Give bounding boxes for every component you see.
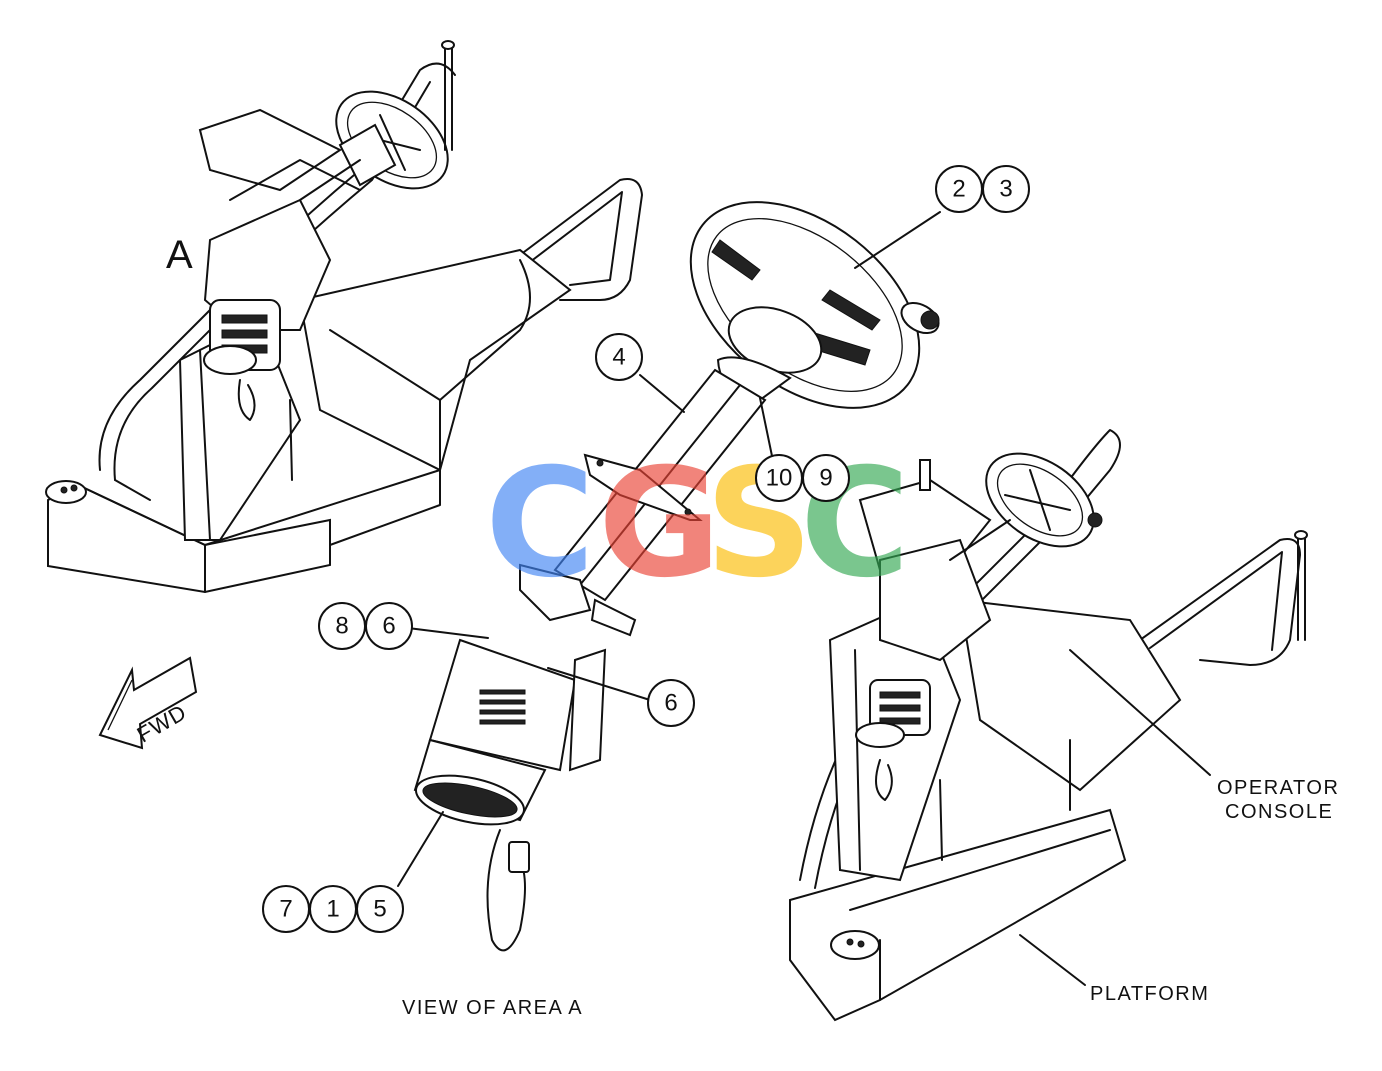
operator-console-label-line1: OPERATOR bbox=[1217, 777, 1339, 799]
callout-6-lower: 6 bbox=[647, 679, 695, 727]
callout-5: 5 bbox=[356, 885, 404, 933]
svg-text:6: 6 bbox=[382, 613, 395, 640]
steering-wheel-icon bbox=[335, 90, 449, 190]
left-assembly bbox=[45, 40, 643, 594]
svg-text:8: 8 bbox=[335, 613, 348, 640]
svg-text:6: 6 bbox=[664, 690, 677, 717]
leader-lines bbox=[397, 211, 1211, 986]
watermark-letter-c1: C bbox=[485, 437, 595, 611]
svg-text:10: 10 bbox=[766, 465, 793, 492]
svg-text:3: 3 bbox=[999, 176, 1012, 203]
right-assembly bbox=[789, 429, 1308, 1022]
operator-console-label-line2: CONSOLE bbox=[1225, 801, 1333, 823]
platform-label: PLATFORM bbox=[1090, 983, 1209, 1005]
fwd-arrow-icon: FWD bbox=[98, 656, 198, 750]
callout-6-upper: 6 bbox=[365, 602, 413, 650]
svg-text:7: 7 bbox=[279, 896, 292, 923]
svg-text:2: 2 bbox=[952, 176, 965, 203]
svg-text:5: 5 bbox=[373, 896, 386, 923]
callout-4: 4 bbox=[595, 333, 643, 381]
exploded-steering-column bbox=[413, 201, 940, 952]
callout-2: 2 bbox=[935, 165, 983, 213]
svg-text:4: 4 bbox=[612, 344, 625, 371]
watermark-letter-g: G bbox=[598, 437, 721, 611]
svg-text:9: 9 bbox=[819, 465, 832, 492]
callout-10: 10 bbox=[755, 454, 803, 502]
steering-wheel-icon bbox=[985, 452, 1095, 548]
area-label: A bbox=[166, 233, 193, 277]
callout-7: 7 bbox=[262, 885, 310, 933]
callout-3: 3 bbox=[982, 165, 1030, 213]
svg-text:1: 1 bbox=[326, 896, 339, 923]
view-title: VIEW OF AREA A bbox=[402, 997, 583, 1019]
callout-8: 8 bbox=[318, 602, 366, 650]
callout-1: 1 bbox=[309, 885, 357, 933]
callout-9: 9 bbox=[802, 454, 850, 502]
watermark: C G S C bbox=[485, 437, 910, 611]
